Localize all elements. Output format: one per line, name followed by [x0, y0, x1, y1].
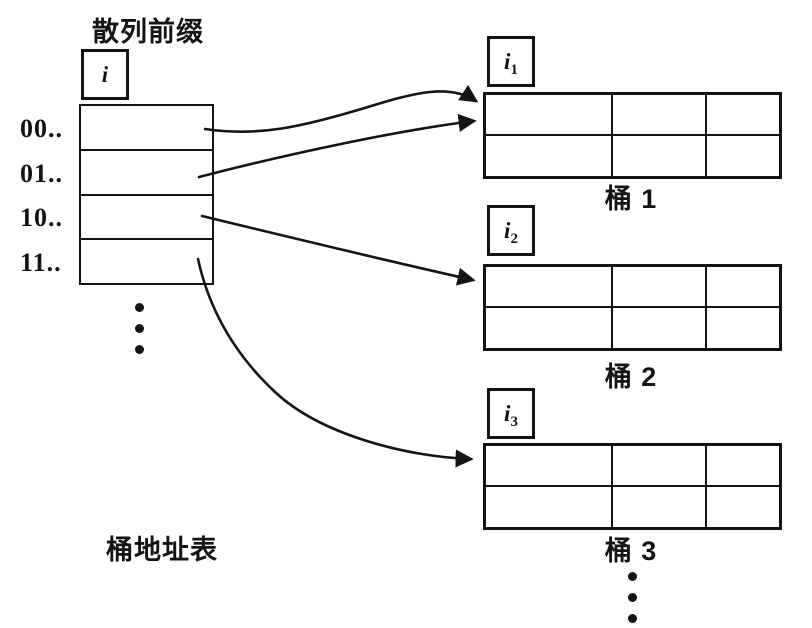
- prefix-label-11: 11..: [20, 248, 62, 277]
- bucket1-cell: [613, 95, 707, 136]
- bucket1-cell: [486, 95, 613, 136]
- bucket1-cell: [486, 135, 613, 176]
- bucket1-depth-box: i1: [487, 36, 535, 87]
- bucket2-cell: [707, 308, 779, 349]
- bucket3-cell: [707, 487, 779, 528]
- bucket2-cell: [486, 267, 613, 308]
- bucket1-table: [483, 92, 782, 179]
- arrow-entry01-to-bucket1: [197, 113, 477, 179]
- bucket1-cell: [613, 135, 707, 176]
- arrow-entry11-to-bucket3: [196, 257, 474, 468]
- directory-entry-11: [81, 240, 212, 283]
- bucket2-caption: 桶 2: [604, 362, 658, 392]
- arrow-entry00-to-bucket1: [203, 84, 479, 134]
- bucket2-depth-box: i2: [487, 205, 535, 256]
- bucket2-depth-label: i2: [504, 218, 518, 247]
- bucket1-depth-label: i1: [504, 49, 518, 78]
- prefix-label-00: 00..: [20, 114, 63, 143]
- directory-entry-00: [81, 106, 212, 151]
- bucket2-cell: [613, 267, 707, 308]
- bucket2-cell: [486, 307, 613, 348]
- bucket3-depth-box: i3: [487, 388, 535, 439]
- directory-ellipsis-icon: [135, 297, 144, 360]
- bucket2-cell: [707, 267, 779, 308]
- bucket-address-table-caption: 桶地址表: [106, 535, 218, 565]
- prefix-label-01: 01..: [20, 159, 63, 188]
- global-depth-box: i: [81, 49, 129, 100]
- bucket1-cell: [707, 136, 779, 177]
- bucket3-caption: 桶 3: [604, 536, 658, 566]
- bucket3-cell: [486, 486, 613, 527]
- bucket1-caption: 桶 1: [604, 184, 658, 214]
- bucket3-depth-label: i3: [504, 401, 518, 430]
- buckets-ellipsis-icon: [628, 566, 637, 628]
- directory-entry-01: [81, 151, 212, 196]
- bucket1-cell: [707, 95, 779, 136]
- bucket3-cell: [613, 486, 707, 527]
- arrow-entry10-to-bucket2: [200, 214, 476, 286]
- bucket3-cell: [613, 446, 707, 487]
- bucket3-table: [483, 443, 782, 530]
- bucket2-cell: [613, 307, 707, 348]
- prefix-label-10: 10..: [20, 203, 63, 232]
- bucket-address-table: [79, 104, 214, 285]
- bucket3-cell: [707, 446, 779, 487]
- bucket2-table: [483, 264, 782, 351]
- directory-entry-10: [81, 196, 212, 241]
- bucket3-cell: [486, 446, 613, 487]
- global-depth-label: i: [101, 62, 109, 87]
- hash-prefix-title: 散列前缀: [92, 17, 204, 47]
